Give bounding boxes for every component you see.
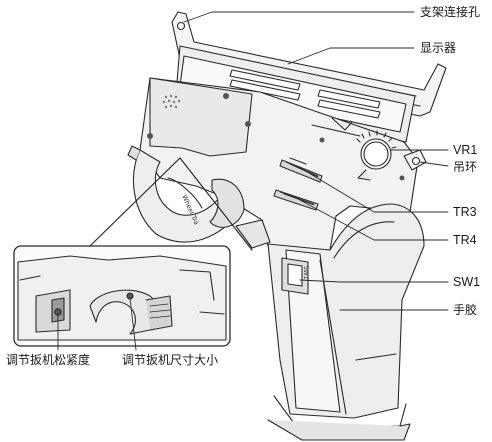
callout-display: 显示器 bbox=[420, 41, 457, 55]
display-panel bbox=[175, 45, 416, 143]
callout-sw1: SW1 bbox=[453, 275, 481, 289]
transmitter-body bbox=[139, 77, 419, 251]
tr4-trim bbox=[273, 189, 319, 211]
callout-tr3: TR3 bbox=[453, 205, 477, 219]
detail-inset bbox=[13, 157, 253, 347]
callout-grip: 手胶 bbox=[453, 303, 478, 317]
speaker-grille bbox=[162, 94, 181, 109]
callout-lanyard-ring: 吊环 bbox=[453, 160, 478, 174]
callout-vr1: VR1 bbox=[453, 143, 478, 157]
callout-tr4: TR4 bbox=[453, 233, 477, 247]
grip: SW1 bbox=[235, 203, 425, 441]
sw1-mark-text: SW1 bbox=[302, 266, 309, 280]
callout-bracket-hole: 支架连接孔 bbox=[420, 5, 481, 19]
bracket-hole bbox=[176, 21, 186, 31]
callout-trigger-size: 调节扳机尺寸大小 bbox=[122, 353, 219, 367]
sw1-switch: SW1 bbox=[281, 257, 309, 295]
tr3-trim bbox=[279, 157, 323, 183]
lanyard-ring bbox=[403, 149, 427, 171]
callout-trigger-tension: 调节扳机松紧度 bbox=[6, 353, 91, 367]
vr1-knob bbox=[356, 130, 397, 181]
leader-lines bbox=[57, 11, 449, 351]
